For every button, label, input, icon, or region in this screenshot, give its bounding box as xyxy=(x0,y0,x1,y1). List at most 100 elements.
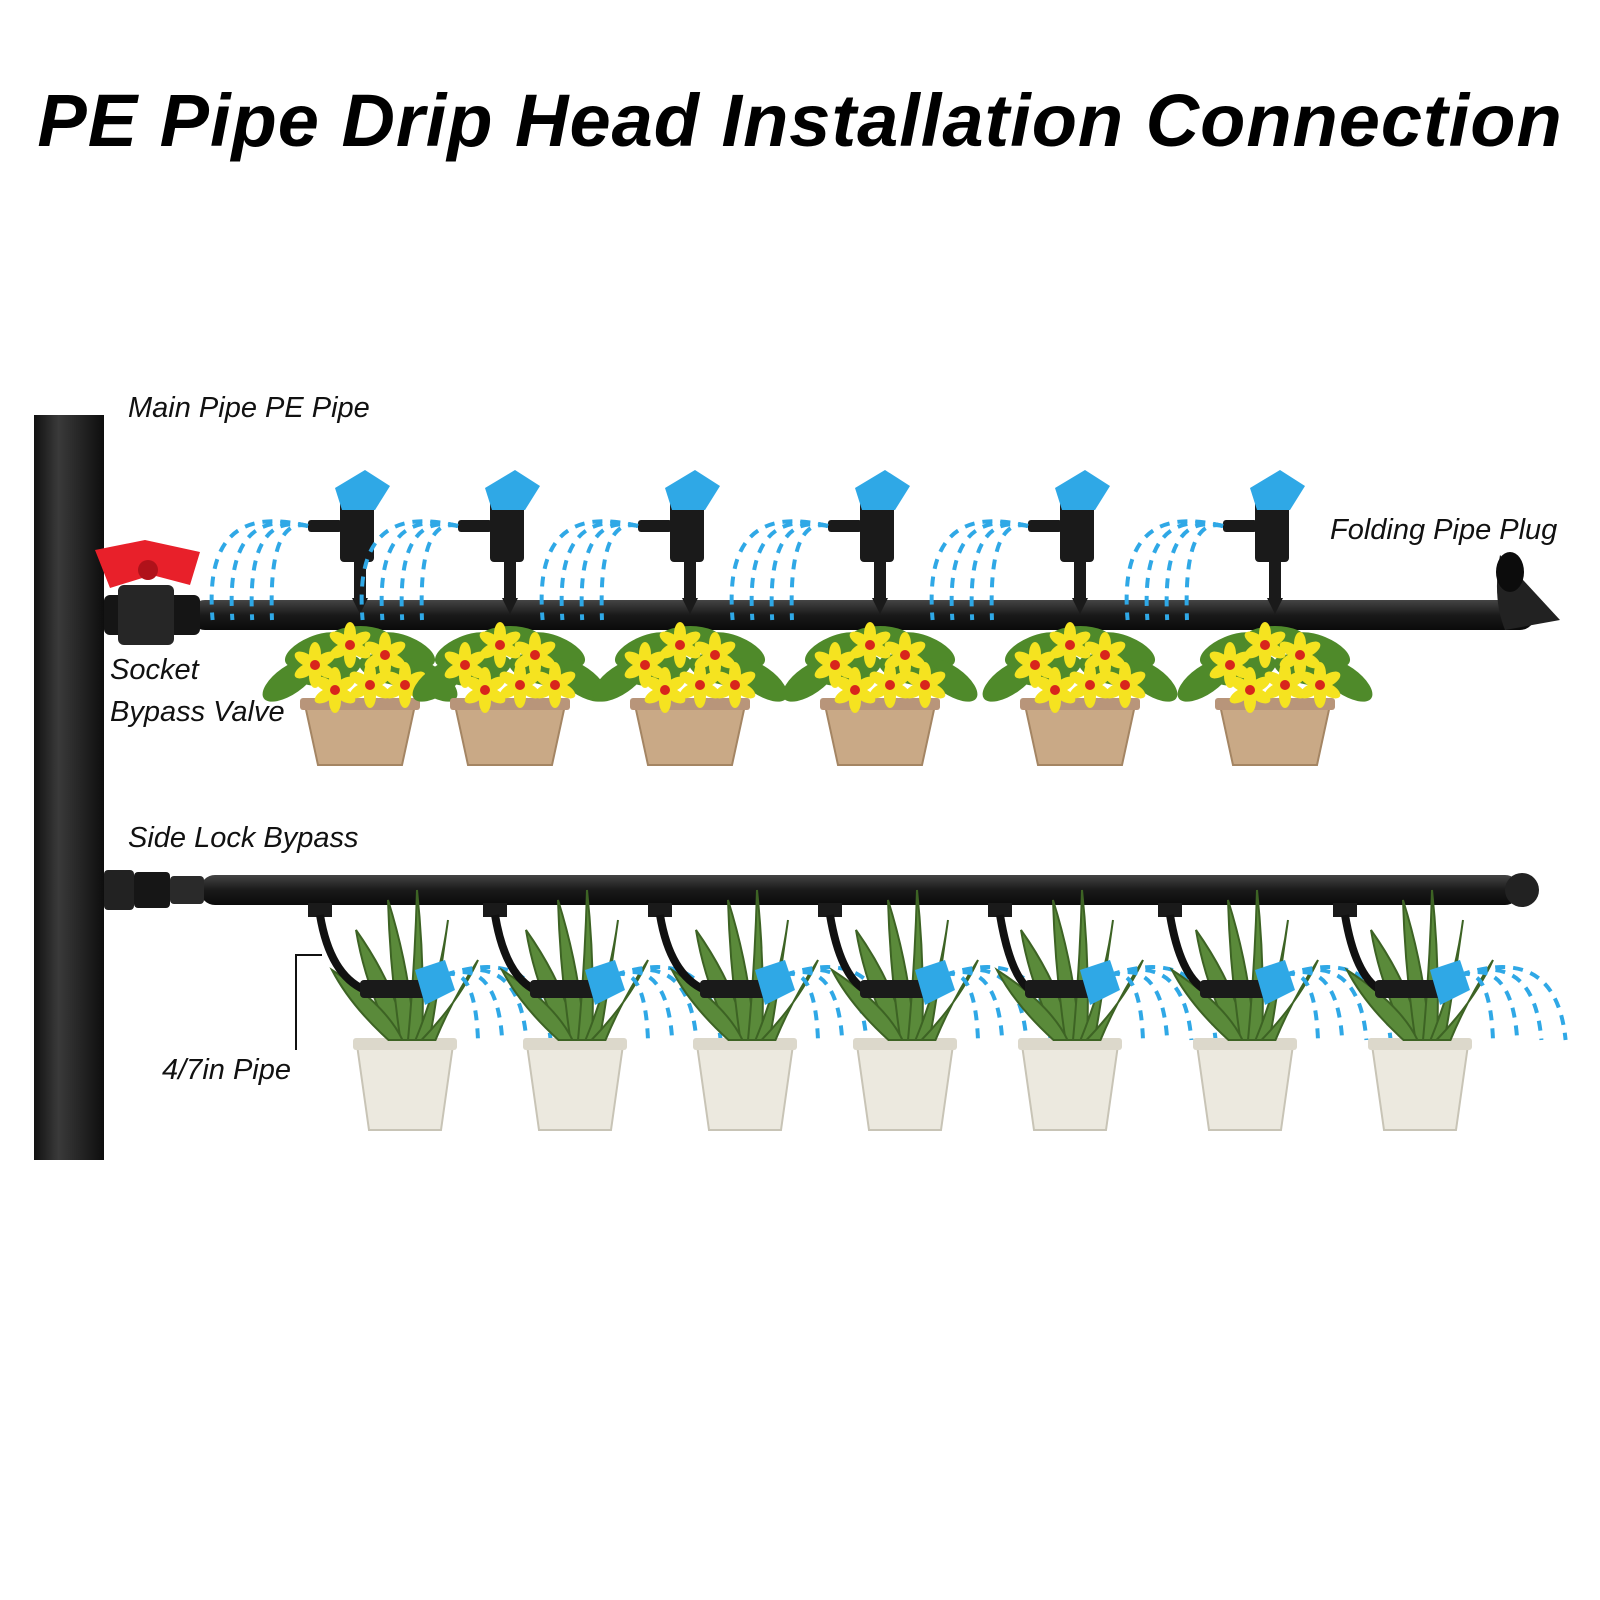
dripper-stem xyxy=(1074,560,1086,602)
plant-blade xyxy=(406,889,424,1041)
dripper-nozzle xyxy=(308,520,342,532)
label-socket: Socket xyxy=(110,654,199,686)
dripper-stem xyxy=(504,560,516,602)
flower-pot-icon xyxy=(982,622,1178,766)
dripper-cap xyxy=(1255,960,1295,1005)
upper-drip-line xyxy=(209,470,1373,766)
dripper-cap xyxy=(665,470,720,510)
plant-blade xyxy=(1071,889,1089,1041)
plant-blade xyxy=(1169,967,1245,1041)
branch-tee xyxy=(308,903,332,917)
dripper-body xyxy=(1255,500,1289,562)
clay-pot xyxy=(303,704,417,766)
flower-center xyxy=(330,685,340,695)
dripper-cap xyxy=(485,470,540,510)
dripper-body xyxy=(860,500,894,562)
water-spray xyxy=(969,522,1029,621)
dripper-stem xyxy=(1269,560,1281,602)
flower-center xyxy=(480,685,490,695)
flower-center xyxy=(1295,650,1305,660)
blue-dripper-icon xyxy=(209,470,390,621)
dripper-body xyxy=(1375,980,1445,998)
flower-center xyxy=(850,685,860,695)
plant-blade xyxy=(919,959,979,1041)
flower-center xyxy=(1280,680,1290,690)
dripper-body xyxy=(530,980,600,998)
snake-plant-pot-icon xyxy=(829,889,979,1131)
white-pot xyxy=(1195,1044,1295,1131)
flower-center xyxy=(1120,680,1130,690)
label-folding-plug: Folding Pipe Plug xyxy=(1330,514,1558,546)
white-pot xyxy=(695,1044,795,1131)
dripper-cap xyxy=(1055,470,1110,510)
white-pot xyxy=(1020,1044,1120,1131)
main-pipe xyxy=(34,415,1560,1160)
water-spray xyxy=(444,969,505,1041)
upper-pipe xyxy=(190,600,1535,630)
side-lock-connector xyxy=(104,870,1539,910)
flower-center xyxy=(1245,685,1255,695)
plant-blade xyxy=(1344,967,1420,1041)
dripper-body xyxy=(490,500,524,562)
water-spray xyxy=(929,519,1029,621)
flower-center xyxy=(460,660,470,670)
flower-pot-icon xyxy=(412,622,608,766)
dripper-cap xyxy=(855,470,910,510)
flower-center xyxy=(380,650,390,660)
dripper-cap xyxy=(915,960,955,1005)
label-main-pipe: Main Pipe PE Pipe xyxy=(128,392,370,424)
blue-dripper-icon xyxy=(359,470,540,621)
lock-ring xyxy=(104,870,134,910)
flower-center xyxy=(400,680,410,690)
clay-pot xyxy=(1218,704,1332,766)
water-spray xyxy=(1109,969,1170,1041)
blue-dripper-icon xyxy=(1124,470,1305,621)
water-spray xyxy=(444,967,529,1041)
plant-blade xyxy=(1084,959,1144,1041)
flower-pot-icon xyxy=(782,622,978,766)
plant-blade xyxy=(419,959,479,1041)
water-spray xyxy=(769,522,829,621)
main-pipe-vertical xyxy=(34,415,104,1160)
dripper-body xyxy=(670,500,704,562)
dripper-stem xyxy=(354,560,366,602)
clay-pot xyxy=(1023,704,1137,766)
water-spray xyxy=(944,969,1005,1041)
snake-plant-pot-icon xyxy=(499,889,649,1131)
plant-blade xyxy=(589,959,649,1041)
flower-center xyxy=(1030,660,1040,670)
water-spray xyxy=(1109,967,1194,1041)
flower-center xyxy=(900,650,910,660)
dripper-nozzle xyxy=(638,520,672,532)
plant-blade xyxy=(829,967,905,1041)
water-spray xyxy=(209,519,309,621)
blue-dripper-icon xyxy=(988,903,1218,1041)
branch-tee xyxy=(988,903,1012,917)
flower-center xyxy=(865,640,875,650)
lower-end-cap xyxy=(1505,873,1539,907)
snake-plant-pot-icon xyxy=(994,889,1144,1131)
branch-tee xyxy=(1158,903,1182,917)
branch-tee xyxy=(818,903,842,917)
dripper-body xyxy=(1060,500,1094,562)
clay-pot xyxy=(823,704,937,766)
label-bypass-valve: Bypass Valve xyxy=(110,696,285,728)
white-pot xyxy=(355,1044,455,1131)
dripper-nozzle xyxy=(1028,520,1062,532)
page-title: PE Pipe Drip Head Installation Connectio… xyxy=(37,79,1563,162)
water-spray xyxy=(579,522,639,621)
valve-core xyxy=(118,585,174,645)
lower-pipe xyxy=(200,875,1520,905)
plant-blade xyxy=(994,967,1070,1041)
branch-tee xyxy=(1333,903,1357,917)
lower-drip-line xyxy=(295,889,1568,1131)
plant-blade xyxy=(759,959,819,1041)
dripper-tip xyxy=(502,598,518,614)
snake-plant-pot-icon xyxy=(1169,889,1319,1131)
water-spray xyxy=(1124,519,1224,621)
blue-dripper-icon xyxy=(929,470,1110,621)
flower-center xyxy=(1225,660,1235,670)
micro-tube xyxy=(316,914,367,994)
label-side-lock: Side Lock Bypass xyxy=(128,822,359,854)
white-pot xyxy=(525,1044,625,1131)
